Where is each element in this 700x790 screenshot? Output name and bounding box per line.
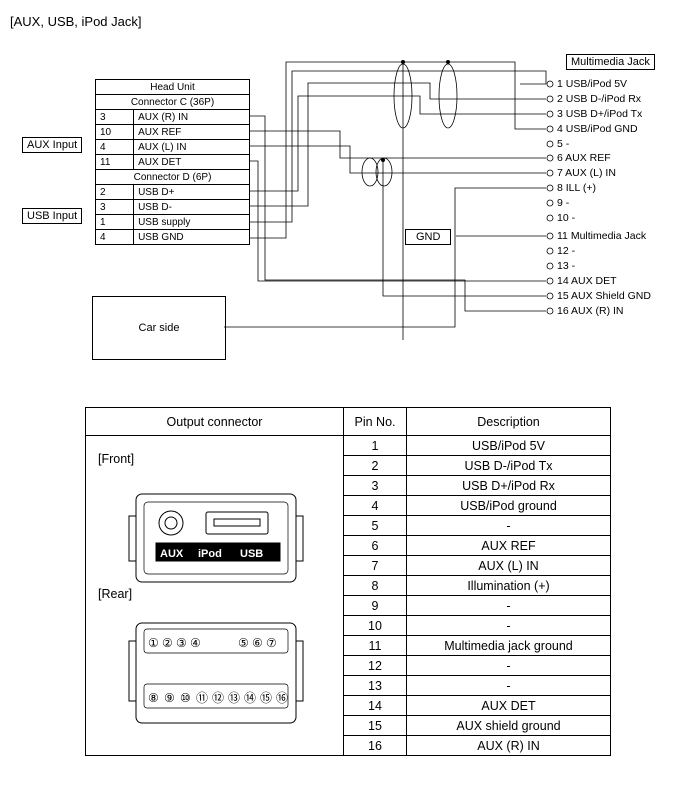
jack-pin-label: 14 AUX DET <box>557 275 617 287</box>
wire-aux-r-in <box>250 115 546 312</box>
head-unit-title: Head Unit <box>95 79 250 95</box>
rear-pin-9: ⑨ <box>164 691 175 705</box>
car-side-box: Car side <box>92 296 226 360</box>
aux-shield-ellipse-2 <box>375 157 393 187</box>
wire-usb-supply <box>250 70 547 223</box>
rear-pin-15: ⑮ <box>260 691 272 705</box>
jack-pin-label: 2 USB D-/iPod Rx <box>557 93 642 105</box>
jack-pin-label: 4 USB/iPod GND <box>557 123 638 135</box>
wire-aux-det <box>250 160 546 282</box>
jack-pin-label: 3 USB D+/iPod Tx <box>557 108 643 120</box>
usb-shield-ellipse-2 <box>438 63 458 129</box>
car-side-label: Car side <box>138 322 180 334</box>
table-row: [Front] [Rear] <box>85 435 611 756</box>
wire-car-side <box>224 187 546 328</box>
jack-pin-label: 1 USB/iPod 5V <box>557 78 628 90</box>
connector-d-label: Connector D (6P) <box>95 169 250 185</box>
connector-illustration-cell: [Front] [Rear] <box>85 435 344 756</box>
jack-pin-label: 9 - <box>557 197 570 209</box>
jack-pin-label: 5 - <box>557 138 570 150</box>
rear-label: [Rear] <box>98 587 133 601</box>
header-description: Description <box>406 407 611 436</box>
diagram-title: [AUX, USB, iPod Jack] <box>10 14 142 29</box>
wire-aux-ref <box>250 130 546 159</box>
jack-pin-label: 11 Multimedia Jack <box>557 230 647 242</box>
wire-aux-shield <box>382 160 546 297</box>
rear-pin-10: ⑩ <box>180 691 191 705</box>
table-row: 13- <box>86 675 611 696</box>
jack-pin-label: 7 AUX (L) IN <box>557 167 616 179</box>
rear-pin-5: ⑤ <box>238 636 249 650</box>
jack-pin-label: 10 - <box>557 212 576 224</box>
rear-pin-3: ③ <box>176 636 187 650</box>
jack-pin-label: 16 AUX (R) IN <box>557 305 624 317</box>
rear-pin-16: ⑯ <box>276 691 288 705</box>
rear-pin-8: ⑧ <box>148 691 159 705</box>
header-pin-no: Pin No. <box>343 407 407 436</box>
rear-pin-4: ④ <box>190 636 201 650</box>
jack-pin-label: 12 - <box>557 245 576 257</box>
jack-pin-label: 13 - <box>557 260 576 272</box>
rear-pin-2: ② <box>162 636 173 650</box>
connector-c-label: Connector C (36P) <box>95 94 250 110</box>
gnd-label: GND <box>405 229 452 245</box>
rear-pin-13: ⑬ <box>228 691 240 705</box>
rear-pin-12: ⑫ <box>212 691 224 705</box>
wire-usb-dplus <box>250 95 546 192</box>
rear-pin-1: ① <box>148 636 159 650</box>
wire-usb-dminus <box>250 82 546 207</box>
aux-input-label: AUX Input <box>22 137 83 153</box>
front-aux-text: AUX <box>160 548 184 560</box>
front-usb-text: USB <box>240 548 263 560</box>
rear-pin-7: ⑦ <box>266 636 277 650</box>
front-ipod-text: iPod <box>198 548 222 560</box>
rear-pin-11: ⑪ <box>196 691 208 705</box>
jack-pin-label: 6 AUX REF <box>557 152 611 164</box>
jack-pin-label: 8 ILL (+) <box>557 182 597 194</box>
usb-input-label: USB Input <box>22 208 83 224</box>
jack-pin-label: 15 AUX Shield GND <box>557 290 651 302</box>
wire-aux-l-in <box>250 145 546 174</box>
rear-pin-6: ⑥ <box>252 636 263 650</box>
front-connector-drawing: AUX iPod USB ① ② ③ ④ ⑤ ⑥ ⑦ ⑧ ⑨ ⑩ <box>128 493 304 724</box>
multimedia-jack-title: Multimedia Jack <box>566 54 655 70</box>
aux-shield-ellipse-1 <box>361 157 379 187</box>
wiring-diagram <box>224 60 554 340</box>
pin-description-table: Output connector Pin No. Description [Fr… <box>85 407 611 756</box>
front-label: [Front] <box>98 452 135 466</box>
header-output-connector: Output connector <box>85 407 344 436</box>
wire-usb-gnd <box>250 61 546 239</box>
rear-pin-14: ⑭ <box>244 691 256 705</box>
